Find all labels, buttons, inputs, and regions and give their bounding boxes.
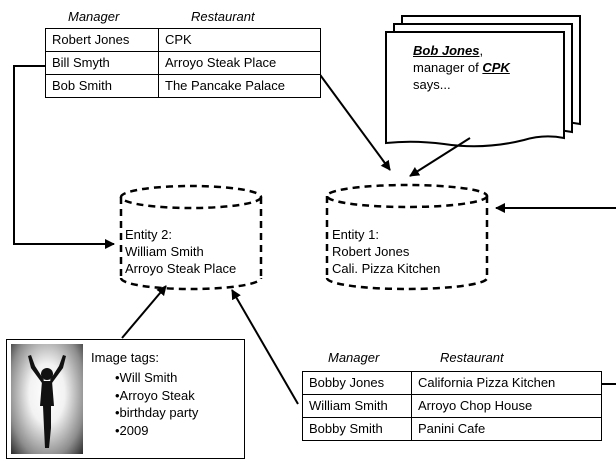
- col-header-manager: Manager: [68, 9, 120, 24]
- image-tags-title: Image tags:: [91, 350, 159, 365]
- list-item: •2009: [115, 422, 149, 438]
- note-card-text: Bob Jones, manager of CPK says...: [413, 42, 563, 93]
- col-header-restaurant: Restaurant: [440, 350, 504, 365]
- manager-restaurant-table-bottom: Bobby Jones California Pizza Kitchen Wil…: [302, 371, 602, 441]
- table-row: Bobby Smith Panini Cafe: [302, 417, 602, 441]
- silhouette-icon: [28, 355, 66, 448]
- image-tags-list: •Will Smith •Arroyo Steak •birthday part…: [115, 369, 198, 439]
- table-cell-manager: Robert Jones: [45, 28, 159, 52]
- entity-2-cylinder: [119, 184, 263, 291]
- entity-1-label: Entity 1:: [332, 227, 379, 242]
- note-comma: ,: [479, 43, 484, 58]
- note-manager-name: Bob Jones: [413, 43, 480, 58]
- table-row: Bobby Jones California Pizza Kitchen: [302, 371, 602, 395]
- list-item: •birthday party: [115, 405, 199, 420]
- manager-restaurant-table-top: Robert Jones CPK Bill Smyth Arroyo Steak…: [45, 28, 321, 98]
- person-silhouette-photo: [11, 344, 83, 454]
- col-header-restaurant: Restaurant: [191, 9, 255, 24]
- list-item: •Arroyo Steak: [115, 387, 195, 403]
- table-cell-manager: Bobby Jones: [302, 371, 412, 395]
- arrow-tags-to-entity-2: [121, 285, 167, 339]
- table-cell-manager: Bobby Smith: [302, 417, 412, 441]
- table-cell-manager: Bill Smyth: [45, 51, 159, 75]
- note-manager-of: manager of: [413, 60, 483, 75]
- table-cell-restaurant: CPK: [158, 28, 321, 52]
- table-cell-restaurant: California Pizza Kitchen: [411, 371, 602, 395]
- table-row: Robert Jones CPK: [45, 28, 321, 52]
- entity-2-label: Entity 2:: [125, 227, 172, 242]
- table-row: William Smith Arroyo Chop House: [302, 394, 602, 418]
- table-row: Bill Smyth Arroyo Steak Place: [45, 51, 321, 75]
- list-item: •Will Smith: [115, 370, 178, 385]
- table-cell-restaurant: The Pancake Palace: [158, 74, 321, 98]
- connector-diagram: [13, 15, 616, 405]
- entity-2-manager: William Smith: [125, 244, 204, 259]
- entity-1-text: Entity 1: Robert Jones Cali. Pizza Kitch…: [332, 226, 440, 277]
- note-restaurant: CPK: [482, 60, 510, 75]
- table-row: Bob Smith The Pancake Palace: [45, 74, 321, 98]
- table-cell-manager: Bob Smith: [45, 74, 159, 98]
- table-cell-restaurant: Arroyo Steak Place: [158, 51, 321, 75]
- entity-1-cylinder: [325, 183, 489, 291]
- col-header-manager: Manager: [328, 350, 380, 365]
- image-tags-box: Image tags: •Will Smith •Arroyo Steak •b…: [6, 339, 245, 459]
- arrow-table-to-entity-2: [13, 65, 115, 249]
- arrow-table-to-entity-1: [317, 71, 391, 171]
- note-card-front: [385, 31, 565, 148]
- entity-2-restaurant: Arroyo Steak Place: [125, 261, 237, 276]
- table-cell-restaurant: Panini Cafe: [411, 417, 602, 441]
- table-cell-restaurant: Arroyo Chop House: [411, 394, 602, 418]
- note-says: says...: [413, 77, 451, 92]
- arrow-note-to-entity-1: [409, 137, 471, 177]
- table-cell-manager: William Smith: [302, 394, 412, 418]
- entity-1-manager: Robert Jones: [332, 244, 410, 259]
- entity-1-restaurant: Cali. Pizza Kitchen: [332, 261, 441, 276]
- entity-2-text: Entity 2: William Smith Arroyo Steak Pla…: [125, 226, 236, 277]
- arrow-table-to-entity-2-lower: [231, 289, 299, 405]
